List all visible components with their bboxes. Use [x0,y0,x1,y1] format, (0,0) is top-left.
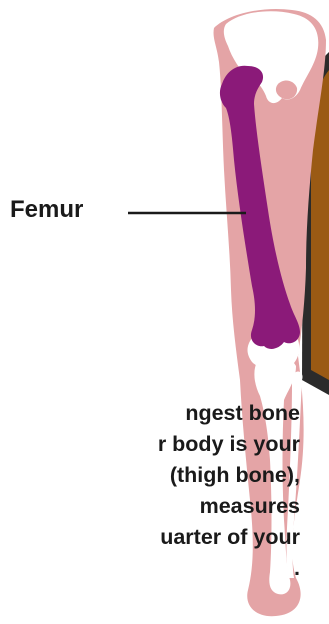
fact-line-2: r body is your [0,429,300,460]
fact-line-5: uarter of your [0,522,300,553]
fact-line-3: (thigh bone), [0,460,300,491]
fact-line-6: . [0,553,300,584]
fact-line-4: measures [0,491,300,522]
femur-label: Femur [10,196,83,224]
fact-line-1: ngest bone [0,398,300,429]
fact-paragraph: ngest bone r body is your (thigh bone), … [0,398,300,584]
